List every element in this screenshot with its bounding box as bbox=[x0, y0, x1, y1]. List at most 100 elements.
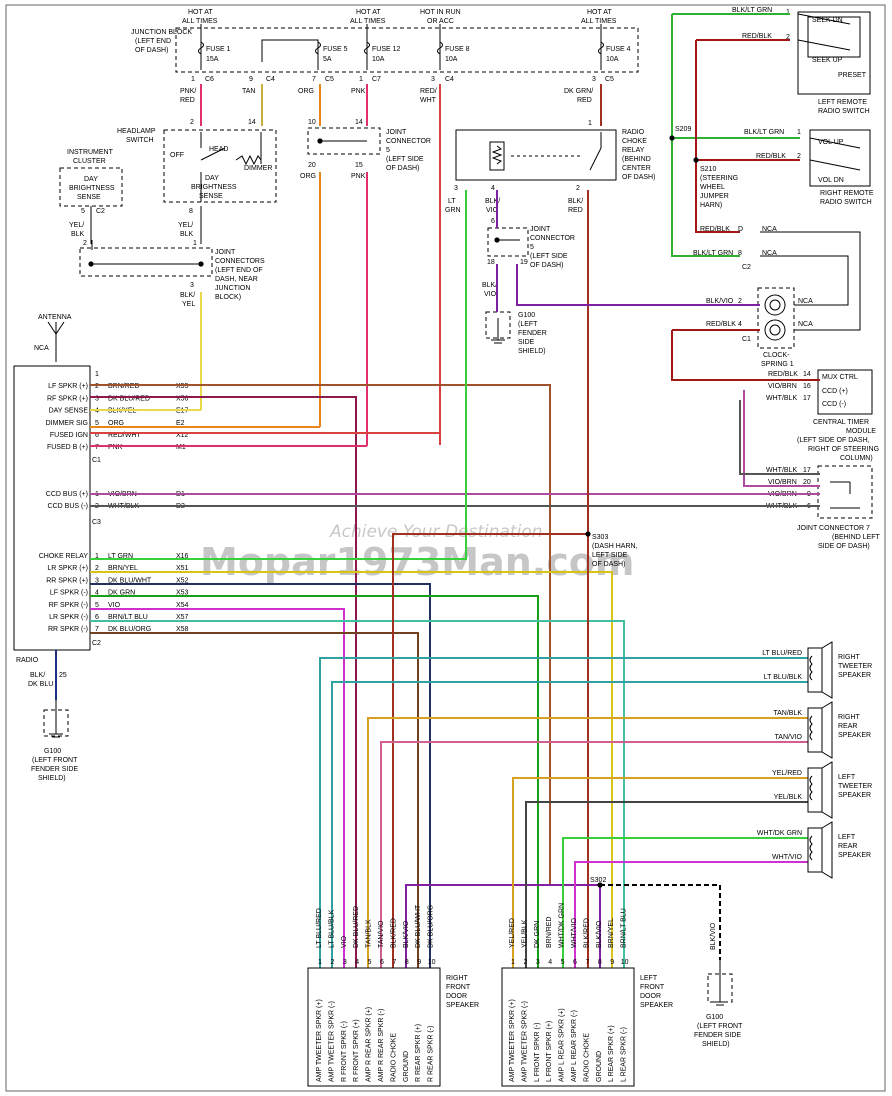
door-pin-function: AMP TWEETER SPKR (-) bbox=[521, 1001, 528, 1082]
radio-pin-number: 7 bbox=[95, 626, 99, 633]
radio-pin-wire: DK GRN bbox=[108, 590, 135, 597]
svg-text:BLK/VIO: BLK/VIO bbox=[706, 298, 734, 305]
door-pin-function: R FRONT SPKR (-) bbox=[341, 1021, 348, 1082]
door-pin-wire: WHT/VIO bbox=[571, 918, 578, 948]
svg-text:CENTRAL TIMER: CENTRAL TIMER bbox=[813, 419, 869, 426]
radio-pin-circuit: X56 bbox=[176, 395, 189, 402]
svg-text:S302: S302 bbox=[590, 877, 606, 884]
speaker-title: SPEAKER bbox=[838, 852, 871, 859]
svg-text:SEEK DN: SEEK DN bbox=[812, 17, 843, 24]
svg-text:HARN): HARN) bbox=[700, 202, 722, 209]
radio-pin-wire: BRN/YEL bbox=[108, 565, 138, 572]
radio-pin-function: LF SPKR (+) bbox=[48, 383, 88, 390]
joint-connector-5b: 6 18 19 JOINT CONNECTOR 5 (LEFT SIDE OF … bbox=[482, 218, 575, 298]
door-pin-function: RADIO CHOKE bbox=[583, 1033, 590, 1082]
door-pin-number: 7 bbox=[585, 959, 589, 966]
svg-text:20: 20 bbox=[803, 479, 811, 486]
power-label: OR ACC bbox=[427, 18, 454, 25]
radio-pin-circuit: X54 bbox=[176, 602, 189, 609]
svg-text:1: 1 bbox=[359, 76, 363, 83]
svg-text:(BEHIND LEFT: (BEHIND LEFT bbox=[832, 534, 881, 541]
svg-text:ORG: ORG bbox=[300, 173, 316, 180]
svg-text:VOL DN: VOL DN bbox=[818, 177, 844, 184]
door-pin-wire: BLK/VIO bbox=[403, 920, 410, 948]
svg-text:LT: LT bbox=[448, 198, 456, 205]
svg-text:RADIO SWITCH: RADIO SWITCH bbox=[820, 199, 872, 206]
door-pin-number: 10 bbox=[428, 959, 436, 966]
door-pin-number: 2 bbox=[523, 959, 527, 966]
svg-text:NCA: NCA bbox=[34, 345, 49, 352]
fuse-4: FUSE 4 10A bbox=[598, 24, 631, 70]
door-pin-wire: BRN/RED bbox=[546, 916, 553, 948]
door-pin-wire: DK GRN bbox=[534, 921, 541, 948]
radio-pin-number: 3 bbox=[95, 395, 99, 402]
svg-text:CENTER: CENTER bbox=[622, 165, 651, 172]
radio-pin-circuit: X16 bbox=[176, 553, 189, 560]
svg-text:TAN: TAN bbox=[242, 88, 255, 95]
wire-blk-vio-g100-bottom bbox=[600, 884, 721, 960]
door-pin-function: AMP TWEETER SPKR (+) bbox=[509, 999, 516, 1082]
radio-pin-circuit: X55 bbox=[176, 383, 189, 390]
door-pin-number: 1 bbox=[318, 959, 322, 966]
svg-text:BLK/LT GRN: BLK/LT GRN bbox=[693, 250, 733, 257]
svg-text:NCA: NCA bbox=[798, 321, 813, 328]
svg-text:WHEEL: WHEEL bbox=[700, 184, 725, 191]
svg-text:(LEFT END OF: (LEFT END OF bbox=[215, 267, 263, 274]
radio-pin-circuit: M1 bbox=[176, 444, 186, 451]
svg-text:SPEAKER: SPEAKER bbox=[446, 1002, 479, 1009]
svg-text:BLK/LT GRN: BLK/LT GRN bbox=[732, 7, 772, 14]
ground-g100-top: G100 (LEFT FENDER SIDE SHIELD) bbox=[485, 311, 547, 355]
fuse-1: FUSE 1 15A bbox=[198, 24, 231, 70]
svg-text:FENDER: FENDER bbox=[518, 330, 547, 337]
svg-text:14: 14 bbox=[803, 371, 811, 378]
svg-text:FUSE 12: FUSE 12 bbox=[372, 46, 401, 53]
wire-wht-dk-grn bbox=[562, 837, 808, 968]
door-pin-function: GROUND bbox=[596, 1051, 603, 1082]
radio-pin-wire: BRN/RED bbox=[108, 383, 140, 390]
radio-pin-function: RF SPKR (-) bbox=[49, 602, 88, 609]
svg-text:CONNECTOR: CONNECTOR bbox=[386, 138, 431, 145]
svg-text:RED/: RED/ bbox=[420, 88, 437, 95]
svg-text:BLK/VIO: BLK/VIO bbox=[710, 922, 717, 950]
svg-text:C1: C1 bbox=[742, 336, 751, 343]
radio-pin-wire: VIO bbox=[108, 602, 121, 609]
door-pin-number: 6 bbox=[573, 959, 577, 966]
svg-text:C2: C2 bbox=[742, 264, 751, 271]
radio-pin-number: 1 bbox=[95, 371, 99, 378]
fuse-12: FUSE 12 10A bbox=[364, 24, 401, 70]
fuse-5: FUSE 5 5A bbox=[315, 41, 348, 70]
svg-text:C4: C4 bbox=[266, 76, 275, 83]
speaker-title: SPEAKER bbox=[838, 792, 871, 799]
door-pin-function: AMP R REAR SPKR (+) bbox=[366, 1007, 373, 1082]
door-pin-number: 9 bbox=[417, 959, 421, 966]
wire-vio bbox=[90, 608, 345, 968]
door-pin-number: 3 bbox=[343, 959, 347, 966]
svg-text:FUSE 5: FUSE 5 bbox=[323, 46, 348, 53]
door-pin-function: L REAR SPKR (+) bbox=[608, 1025, 615, 1082]
door-pin-wire: DK BLU/ORG bbox=[428, 905, 435, 948]
speaker-title: LEFT bbox=[838, 774, 856, 781]
radio-pin-number: 6 bbox=[95, 432, 99, 439]
svg-text:WHT/BLK: WHT/BLK bbox=[766, 395, 797, 402]
svg-text:15A: 15A bbox=[206, 56, 219, 63]
svg-text:BLK/LT GRN: BLK/LT GRN bbox=[744, 129, 784, 136]
door-pin-number: 9 bbox=[610, 959, 614, 966]
radio-pin-function: CHOKE RELAY bbox=[39, 553, 89, 560]
door-pin-number: 8 bbox=[598, 959, 602, 966]
svg-text:19: 19 bbox=[520, 259, 528, 266]
wire-tan-blk bbox=[367, 717, 808, 968]
door-pin-wire: TAN/BLK bbox=[366, 919, 373, 948]
svg-text:VIO: VIO bbox=[486, 207, 499, 214]
radio-pin-number: 7 bbox=[95, 444, 99, 451]
svg-text:INSTRUMENT: INSTRUMENT bbox=[67, 149, 114, 156]
svg-text:FUSE 4: FUSE 4 bbox=[606, 46, 631, 53]
svg-text:1: 1 bbox=[786, 9, 790, 16]
